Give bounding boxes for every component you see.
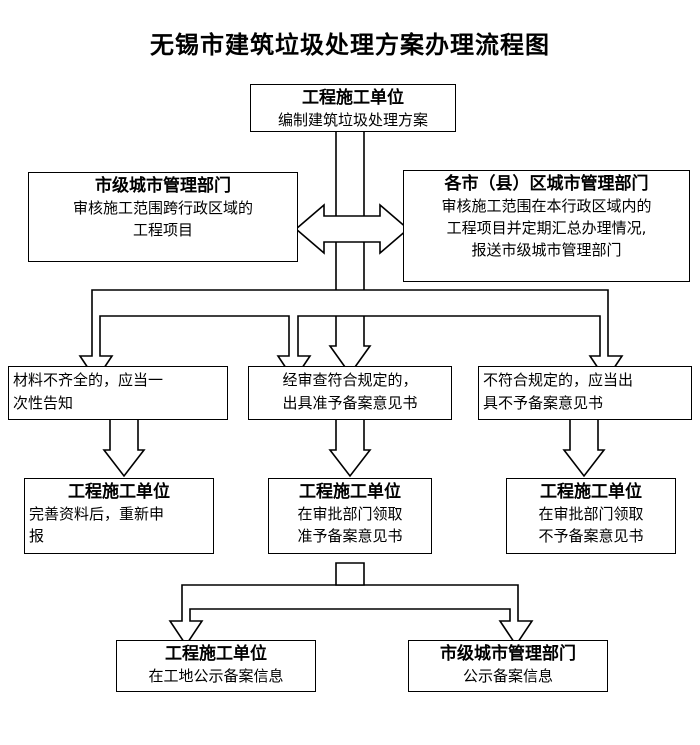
connector-approved-to-collect [328, 417, 372, 480]
node-publicize-dept-head: 市级城市管理部门 [440, 644, 576, 664]
node-collect-approval-head: 工程施工单位 [299, 482, 401, 502]
node-district-dept-head: 各市（县）区城市管理部门 [444, 174, 649, 194]
node-city-dept-head: 市级城市管理部门 [95, 176, 231, 196]
node-publicize-site-head: 工程施工单位 [165, 644, 267, 664]
node-publicize-site-body: 在工地公示备案信息 [148, 667, 284, 685]
node-publicize-dept[interactable]: 市级城市管理部门 公示备案信息 [408, 640, 608, 692]
node-resubmit-line2: 报 [29, 527, 45, 545]
node-collect-rejection[interactable]: 工程施工单位 在审批部门领取 不予备案意见书 [506, 478, 676, 554]
node-resubmit[interactable]: 工程施工单位 完善资料后，重新申 报 [24, 478, 214, 554]
node-collect-approval[interactable]: 工程施工单位 在审批部门领取 准予备案意见书 [268, 478, 432, 554]
node-district-dept[interactable]: 各市（县）区城市管理部门 审核施工范围在本行政区域内的 工程项目并定期汇总办理情… [403, 170, 690, 282]
connector-incomplete-to-resubmit [102, 417, 146, 480]
node-publicize-site[interactable]: 工程施工单位 在工地公示备案信息 [116, 640, 316, 692]
node-city-dept-body-line1: 审核施工范围跨行政区域的 [72, 199, 253, 217]
node-start-head: 工程施工单位 [302, 88, 404, 108]
node-district-dept-body-line3: 报送市级城市管理部门 [471, 241, 622, 259]
node-approved[interactable]: 经审查符合规定的， 出具准予备案意见书 [248, 366, 452, 420]
node-district-dept-body-line1: 审核施工范围在本行政区域内的 [441, 197, 652, 215]
node-incomplete-line2: 次性告知 [13, 394, 74, 412]
node-incomplete-line1: 材料不齐全的，应当一 [13, 371, 164, 389]
node-approved-line1: 经审查符合规定的， [282, 371, 418, 389]
node-collect-rejection-line2: 不予备案意见书 [538, 527, 644, 545]
node-collect-rejection-head: 工程施工单位 [540, 482, 642, 502]
node-district-dept-body-line2: 工程项目并定期汇总办理情况, [446, 219, 647, 237]
node-publicize-dept-body: 公示备案信息 [462, 667, 553, 685]
node-rejected-line2: 具不予备案意见书 [483, 394, 604, 412]
node-collect-approval-line1: 在审批部门领取 [297, 505, 403, 523]
node-collect-approval-line2: 准予备案意见书 [297, 527, 403, 545]
node-collect-rejection-line1: 在审批部门领取 [538, 505, 644, 523]
node-resubmit-line1: 完善资料后，重新申 [29, 505, 165, 523]
node-approved-line2: 出具准予备案意见书 [282, 394, 418, 412]
node-incomplete[interactable]: 材料不齐全的，应当一 次性告知 [8, 366, 228, 420]
connector-collect-to-merge [335, 562, 365, 586]
page-title: 无锡市建筑垃圾处理方案办理流程图 [150, 31, 550, 59]
node-rejected-line1: 不符合规定的，应当出 [483, 371, 634, 389]
node-city-dept[interactable]: 市级城市管理部门 审核施工范围跨行政区域的 工程项目 [28, 172, 298, 262]
node-rejected[interactable]: 不符合规定的，应当出 具不予备案意见书 [478, 366, 692, 420]
node-start[interactable]: 工程施工单位 编制建筑垃圾处理方案 [250, 84, 456, 132]
node-start-body: 编制建筑垃圾处理方案 [277, 111, 428, 129]
node-city-dept-body-line2: 工程项目 [132, 221, 193, 239]
connector-departments-bidirectional [294, 198, 410, 260]
node-resubmit-head: 工程施工单位 [68, 482, 170, 502]
connector-rejected-to-collect [562, 417, 606, 480]
connector-two-way-split [168, 583, 534, 649]
